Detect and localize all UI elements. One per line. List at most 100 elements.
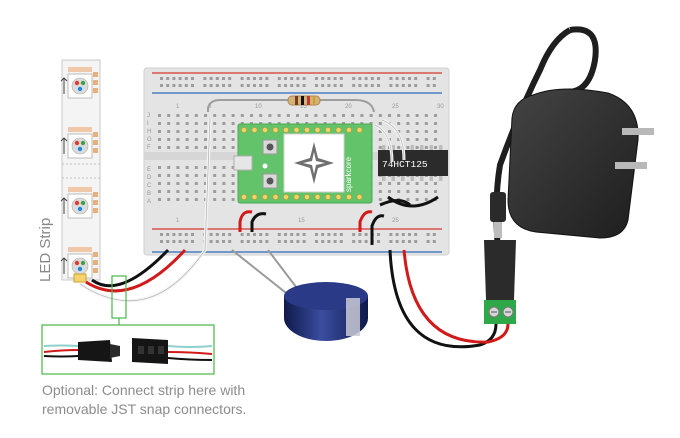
led-blue-die	[77, 266, 83, 272]
breadboard-hole	[424, 146, 428, 149]
rail-hole	[265, 84, 269, 87]
red-jumper-wire	[238, 210, 253, 232]
breadboard-hole	[167, 138, 171, 141]
rail-hole	[315, 84, 318, 87]
jst-wire-teal	[167, 345, 213, 348]
breadboard-hole	[415, 146, 419, 149]
header-pin	[272, 127, 279, 133]
chip-pin	[429, 145, 433, 151]
rail-hole	[240, 84, 244, 87]
row-letter: G	[147, 137, 152, 143]
data-direction-arrow-icon	[60, 257, 68, 274]
column-number: 30	[437, 104, 444, 110]
breadboard-hole	[378, 182, 382, 185]
chip-pin	[429, 175, 433, 181]
breadboard-hole	[167, 130, 171, 133]
breadboard-hole	[158, 138, 161, 141]
breadboard-hole	[268, 114, 272, 117]
rail-hole	[432, 77, 436, 80]
rail-hole	[401, 240, 405, 243]
jst-wire-red	[167, 351, 213, 355]
breadboard-hole	[213, 166, 217, 169]
rail-hole	[191, 77, 194, 80]
breadboard-hole	[286, 114, 290, 117]
breadboard-hole	[397, 190, 401, 193]
chip-pin	[410, 145, 414, 151]
rail-hole	[215, 77, 219, 80]
jst-wire-red	[43, 349, 79, 353]
spark-logo-inner-icon	[303, 152, 325, 174]
breadboard-hole	[406, 198, 410, 201]
header-pin	[241, 194, 247, 200]
rail-hole	[377, 233, 380, 236]
usb-port	[233, 155, 253, 171]
breadboard-hole	[406, 114, 410, 117]
rail-hole	[296, 77, 300, 80]
chip-pin	[382, 175, 386, 181]
led-blue-die	[77, 206, 83, 212]
resistor-lead	[318, 99, 375, 113]
resistor-band	[301, 96, 304, 105]
breadboard-hole	[231, 122, 235, 125]
spark-core-board: sparkcore	[233, 123, 373, 204]
breadboard-hole	[158, 174, 161, 177]
rail-hole	[209, 77, 213, 80]
breadboard-hole	[415, 122, 419, 125]
rail-hole	[377, 240, 380, 243]
rail-hole	[284, 77, 287, 80]
rail-hole	[277, 77, 281, 80]
rail-hole	[253, 84, 256, 87]
chip-pin	[391, 145, 395, 151]
breadboard-hole	[250, 114, 253, 117]
rail-hole	[172, 233, 176, 236]
breadboard-hole	[185, 198, 189, 201]
chip-pin	[391, 175, 395, 181]
rail-hole	[333, 84, 337, 87]
rail-hole	[364, 84, 368, 87]
breadboard-hole	[158, 130, 161, 133]
caption-line-1: Optional: Connect strip here with	[42, 382, 246, 398]
breadboard-hole	[204, 182, 207, 185]
rail-hole	[358, 77, 362, 80]
breadboard-hole	[213, 182, 217, 185]
led-red-die	[74, 140, 80, 146]
rail-hole	[296, 233, 300, 236]
data-direction-arrow-icon	[60, 137, 68, 154]
breadboard-hole	[406, 130, 410, 133]
led-blue-die	[77, 146, 83, 152]
breadboard-hole	[397, 122, 401, 125]
breadboard-hole	[434, 114, 437, 117]
rail-hole	[246, 84, 250, 87]
breadboard-hole	[378, 114, 382, 117]
rail-hole	[203, 77, 207, 80]
rail-hole	[414, 77, 418, 80]
rail-hole	[364, 240, 368, 243]
breadboard-hole	[176, 114, 180, 117]
breadboard-hole	[424, 182, 428, 185]
breadboard-hole	[176, 130, 180, 133]
rail-hole	[160, 77, 163, 80]
breadboard-hole	[213, 174, 217, 177]
rail-hole	[259, 77, 263, 80]
breadboard-hole	[397, 138, 401, 141]
led-red-die	[74, 260, 80, 266]
rail-hole	[364, 77, 368, 80]
breadboard-hole	[397, 182, 401, 185]
strip-copper-pad	[93, 72, 98, 77]
rail-hole	[395, 233, 399, 236]
breadboard-hole	[231, 198, 235, 201]
rail-hole	[408, 233, 411, 236]
led-blue-die	[77, 86, 83, 92]
breadboard-hole	[397, 114, 401, 117]
breadboard-hole	[378, 198, 382, 201]
breadboard-hole	[213, 114, 217, 117]
header-pin	[241, 127, 247, 133]
column-number: 25	[392, 218, 399, 224]
rail-hole	[352, 240, 356, 243]
rail-hole	[339, 77, 343, 80]
header-pin	[272, 194, 279, 200]
rail-hole	[296, 240, 300, 243]
strip-ground-wire	[91, 248, 170, 288]
led-red-die	[74, 200, 80, 206]
rail-hole	[364, 233, 368, 236]
